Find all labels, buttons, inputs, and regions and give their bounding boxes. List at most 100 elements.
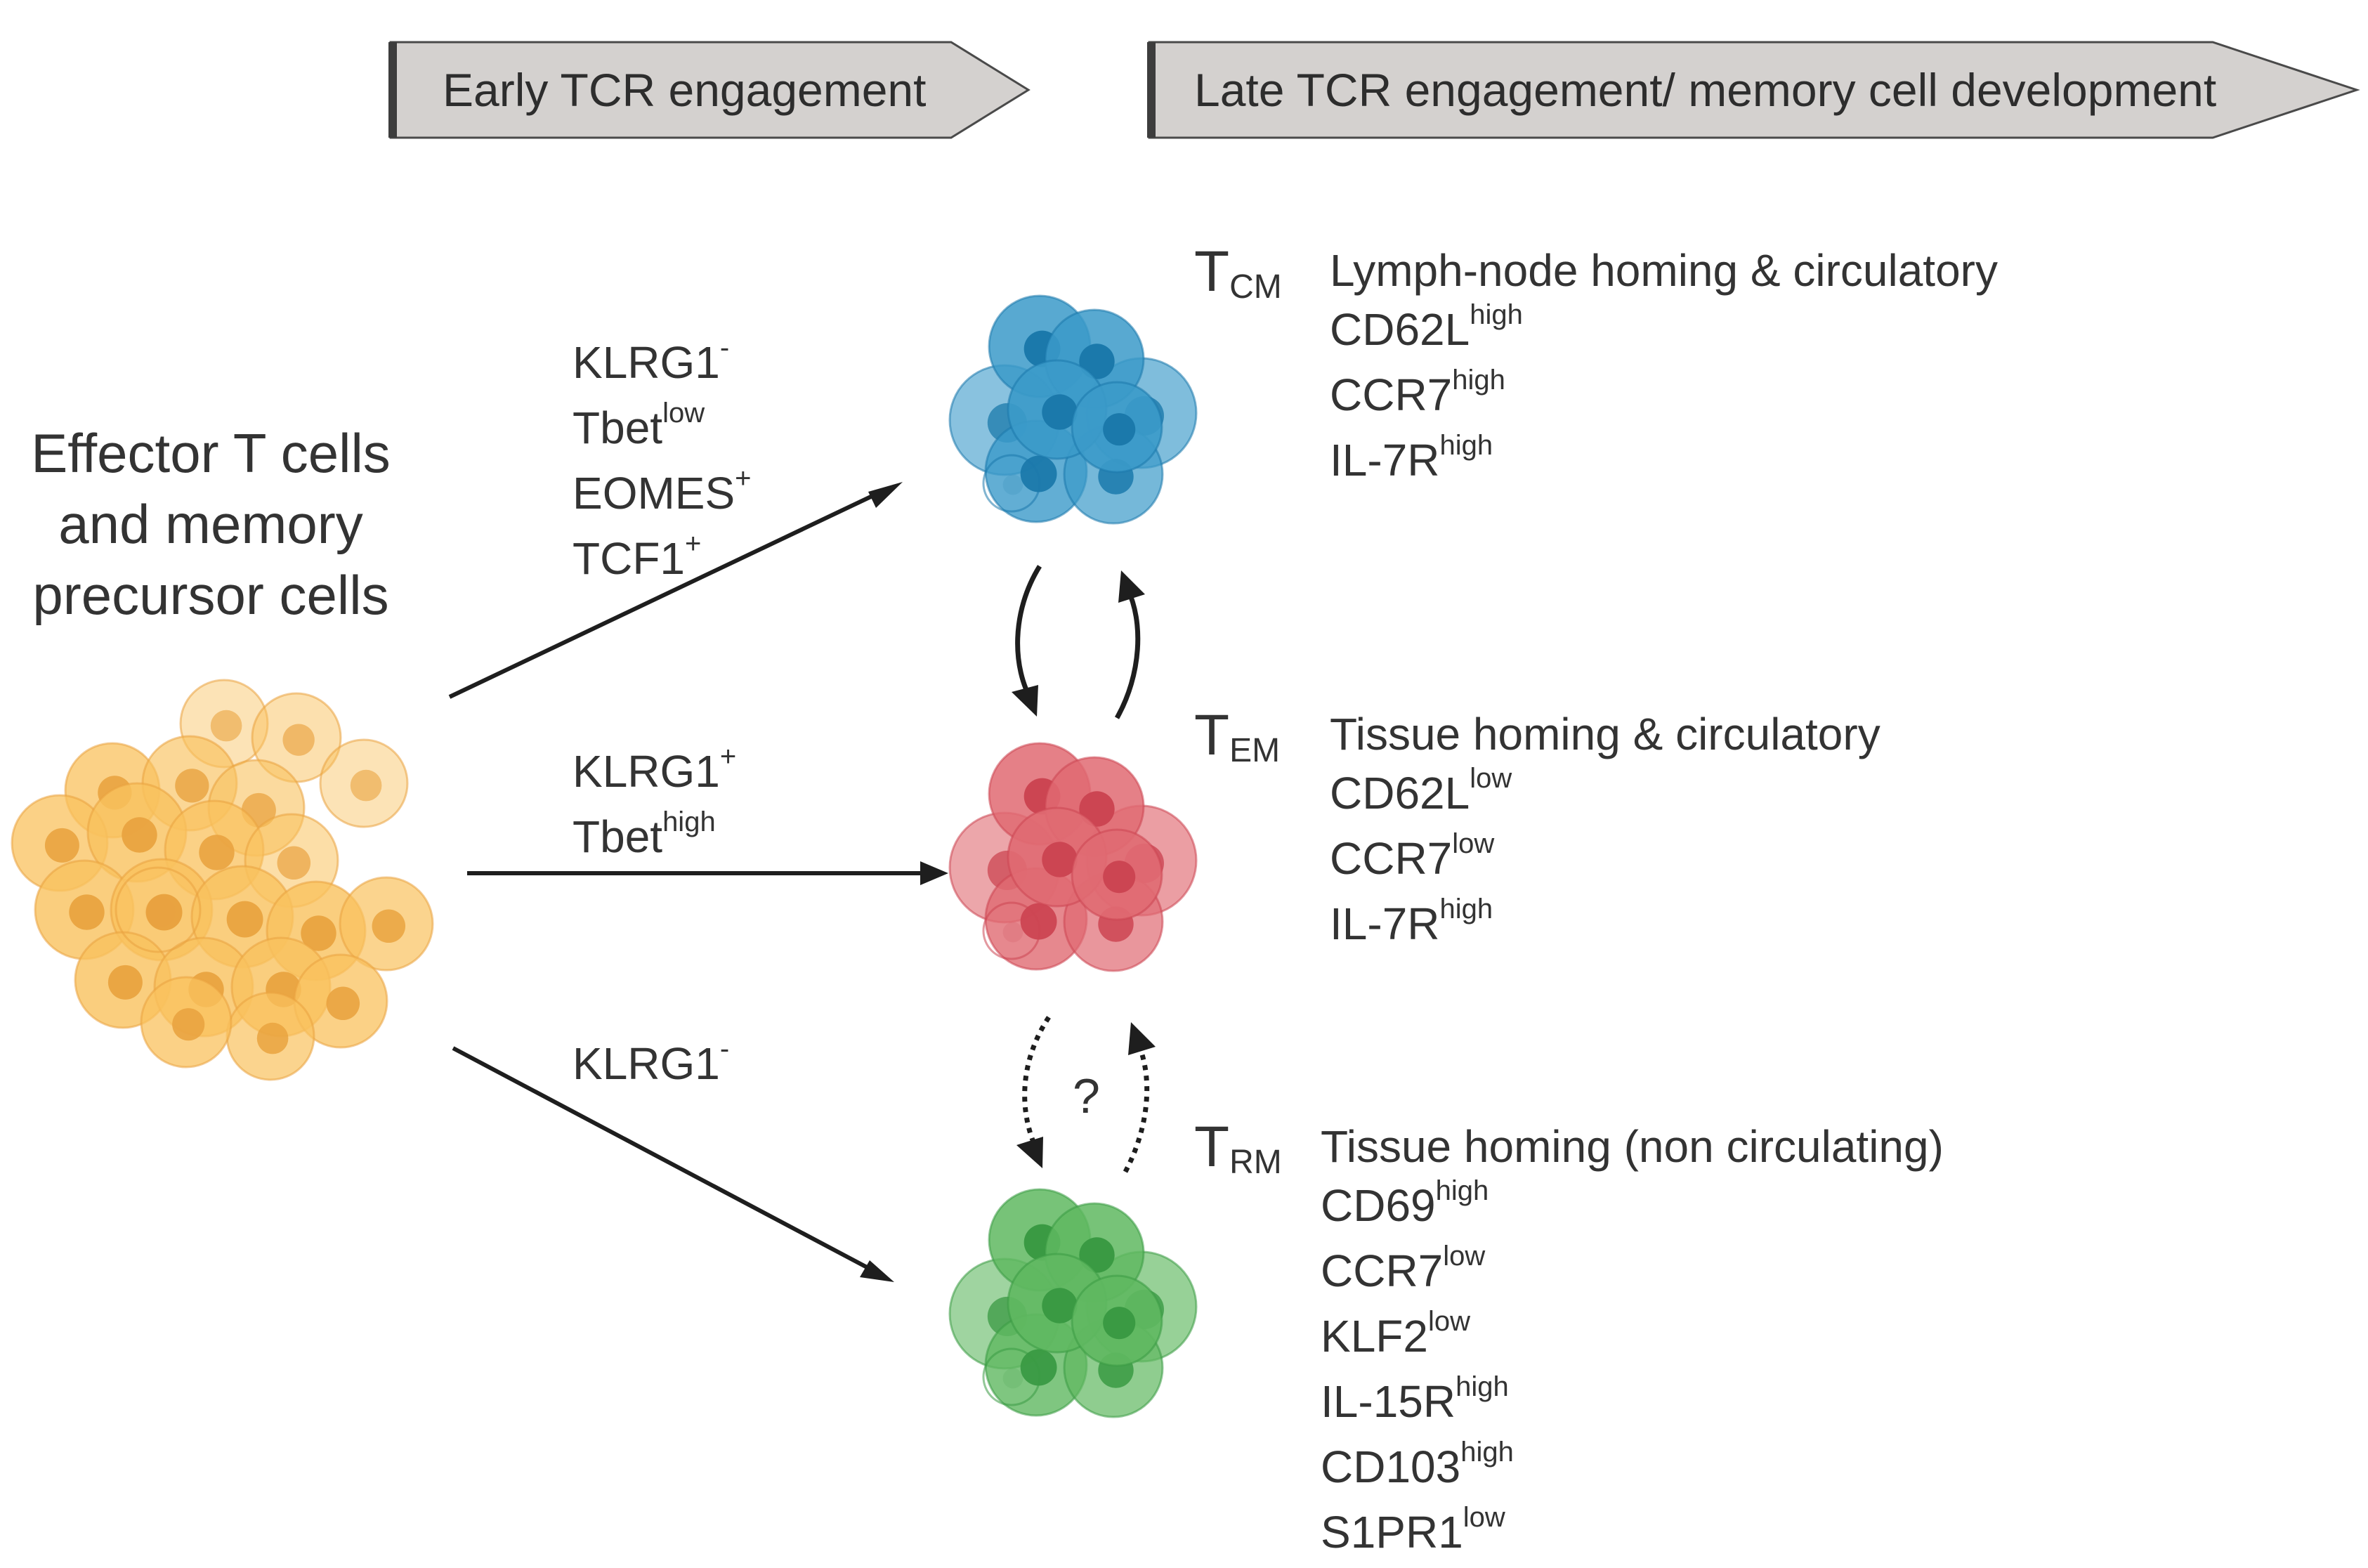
tcm-nucleus: [1042, 394, 1078, 430]
upper-pathway-marker-name: Tbet: [573, 403, 663, 453]
arrow-to-trm: [452, 1046, 883, 1277]
upper-pathway-marker-level: low: [662, 398, 705, 429]
tcm-marker-level: high: [1470, 299, 1523, 330]
tcm-symbol: TCM: [1194, 240, 1282, 304]
tcm-marker: CD62Lhigh: [1330, 299, 1998, 365]
tcm-marker: CCR7high: [1330, 365, 1998, 431]
late-phase-banner-edge: [1147, 42, 1156, 138]
trm-marker-level: low: [1463, 1502, 1505, 1533]
effector-nucleus: [301, 915, 336, 951]
effector-nucleus: [277, 846, 311, 880]
lower-pathway-marker-name: KLRG1: [573, 1038, 720, 1089]
trm-nucleus: [1042, 1288, 1078, 1324]
trm-marker: IL-15Rhigh: [1321, 1371, 1944, 1437]
source-population-label: Effector T cells and memory precursor ce…: [14, 418, 407, 631]
tem-symbol-subscript: EM: [1229, 732, 1281, 769]
upper-pathway-marker: TCF1+: [573, 528, 752, 594]
arrowhead-trm: [860, 1260, 894, 1282]
trm-marker-name: CD69: [1321, 1180, 1436, 1231]
trm-description: Tissue homing (non circulating) CD69high…: [1321, 1117, 1944, 1568]
middle-pathway-marker-name: Tbet: [573, 811, 663, 862]
trm-marker: CD69high: [1321, 1175, 1944, 1241]
effector-nucleus: [226, 901, 263, 938]
tem-cell-cluster: [948, 742, 1198, 972]
trm-title: Tissue homing (non circulating): [1321, 1121, 1944, 1172]
effector-nucleus: [107, 965, 143, 1000]
trm-symbol-subscript: RM: [1229, 1144, 1282, 1181]
upper-pathway-marker: Tbetlow: [573, 398, 752, 464]
arrowhead-tcm-to-tem: [1012, 685, 1038, 717]
middle-pathway-marker: KLRG1+: [573, 741, 737, 807]
arrow-tcm-to-tem: [1015, 565, 1042, 704]
tem-nucleus: [1042, 842, 1078, 877]
upper-pathway-marker-level: -: [719, 332, 730, 363]
tcm-description: Lymph-node homing & circulatory CD62Lhig…: [1330, 241, 1998, 496]
trm-nucleus: [1103, 1307, 1136, 1340]
effector-nucleus: [256, 1022, 289, 1054]
middle-pathway-marker-level: high: [662, 806, 716, 837]
tem-symbol: TEM: [1194, 707, 1280, 768]
dotted-arrowhead-trm-to-tem: [1128, 1022, 1156, 1055]
effector-nucleus: [210, 710, 242, 742]
trm-marker-name: IL-15R: [1321, 1376, 1456, 1427]
middle-pathway-marker: Tbethigh: [573, 806, 736, 873]
trm-cell: [982, 1347, 1041, 1406]
dotted-arrowhead-tem-to-trm: [1016, 1137, 1043, 1168]
tcm-marker-name: CCR7: [1330, 370, 1453, 420]
early-phase-banner-edge: [388, 42, 397, 138]
trm-marker-name: KLF2: [1321, 1311, 1428, 1361]
tcm-marker-level: high: [1452, 365, 1505, 396]
tcm-symbol-subscript: CM: [1229, 268, 1282, 306]
effector-cell-cluster: [11, 679, 434, 1081]
tcm-cell: [982, 454, 1041, 513]
tem-nucleus: [1002, 922, 1023, 943]
lower-pathway-marker-level: -: [719, 1033, 730, 1064]
arrowhead-tcm: [868, 482, 903, 508]
effector-nucleus: [122, 817, 157, 853]
source-label-line2: and memory: [58, 493, 363, 555]
trm-marker-name: CCR7: [1321, 1246, 1444, 1296]
middle-pathway-markers: KLRG1+Tbethigh: [573, 741, 737, 873]
effector-nucleus: [282, 724, 315, 756]
tcm-marker: IL-7Rhigh: [1330, 430, 1998, 496]
tcm-marker-level: high: [1439, 430, 1493, 461]
tem-marker-name: CCR7: [1330, 833, 1453, 884]
source-label-line3: precursor cells: [32, 564, 389, 626]
tem-symbol-letter: T: [1194, 703, 1230, 767]
tem-marker-level: high: [1439, 894, 1493, 925]
trm-symbol: TRM: [1194, 1115, 1282, 1180]
source-label-line1: Effector T cells: [31, 422, 391, 484]
middle-pathway-marker-level: +: [719, 741, 737, 772]
trm-marker-name: CD103: [1321, 1442, 1461, 1492]
trm-nucleus: [1002, 1368, 1023, 1389]
trm-marker-level: high: [1456, 1371, 1509, 1402]
upper-pathway-marker-level: +: [735, 463, 752, 494]
tem-nucleus: [1103, 861, 1136, 894]
effector-nucleus: [326, 986, 360, 1021]
upper-pathway-marker: KLRG1-: [573, 332, 752, 398]
upper-pathway-marker-level: +: [685, 528, 702, 559]
tcm-marker-name: CD62L: [1330, 304, 1470, 355]
tcm-title: Lymph-node homing & circulatory: [1330, 245, 1998, 296]
tem-title: Tissue homing & circulatory: [1330, 709, 1880, 759]
effector-nucleus: [372, 909, 406, 943]
trm-marker-level: high: [1435, 1175, 1489, 1206]
tem-marker-name: CD62L: [1330, 768, 1470, 818]
late-phase-label: Late TCR engagement/ memory cell develop…: [1194, 64, 2217, 116]
lower-pathway-markers: KLRG1-: [573, 1033, 730, 1099]
effector-nucleus: [145, 896, 176, 927]
upper-pathway-marker-name: KLRG1: [573, 337, 720, 388]
tcm-symbol-letter: T: [1194, 240, 1230, 303]
trm-symbol-letter: T: [1194, 1115, 1230, 1179]
tcm-cell-cluster: [948, 294, 1198, 525]
arrow-to-tcm: [448, 486, 890, 699]
trm-marker-level: high: [1460, 1437, 1514, 1468]
upper-pathway-marker-name: TCF1: [573, 533, 685, 584]
upper-pathway-marker: EOMES+: [573, 463, 752, 529]
tem-marker: IL-7Rhigh: [1330, 894, 1880, 960]
